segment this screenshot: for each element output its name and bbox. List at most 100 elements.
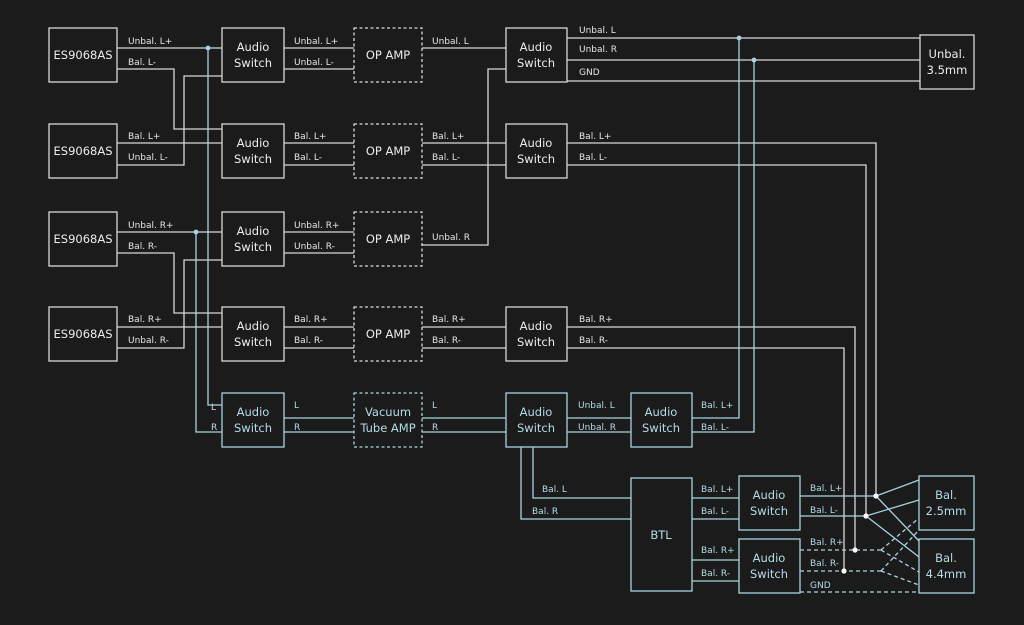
signal-label: R <box>211 423 217 433</box>
tube-label-line1: Vacuum <box>365 405 411 419</box>
signal-label: Bal. R+ <box>128 315 162 325</box>
switch-label-line1: Audio <box>753 551 786 565</box>
input-switch-3: Audio Switch <box>221 211 285 267</box>
signal-label: Unbal. R <box>578 423 616 433</box>
jack-label-line1: Bal. <box>935 551 957 565</box>
signal-label: Bal. L+ <box>701 401 733 411</box>
signal-label: Bal. L- <box>579 153 607 163</box>
signal-label: Bal. L- <box>810 506 838 516</box>
signal-label: Bal. R- <box>128 242 157 252</box>
signal-label: Unbal. L <box>432 37 469 47</box>
switch-label-line1: Audio <box>237 136 270 150</box>
jack-label-line2: 2.5mm <box>926 504 967 518</box>
op-amp-4: OP AMP <box>353 306 423 362</box>
vacuum-tube-amp: Vacuum Tube AMP <box>353 392 423 448</box>
switch-label-line1: Audio <box>520 136 553 150</box>
dac-1-label: ES9068AS <box>54 48 113 62</box>
signal-label: GND <box>579 68 600 78</box>
signal-labels: Unbal. L+ Bal. L- Bal. L+ Unbal. L- Unba… <box>128 26 844 591</box>
signal-label: Unbal. L+ <box>128 37 172 47</box>
wires-secondary <box>195 38 920 593</box>
signal-label: Bal. L+ <box>432 132 464 142</box>
signal-label: Bal. R+ <box>294 315 328 325</box>
switch-label-line2: Switch <box>234 152 272 166</box>
signal-label: Unbal. L+ <box>294 37 338 47</box>
switch-label-line2: Switch <box>750 567 788 581</box>
signal-label: Bal. L- <box>432 153 460 163</box>
switch-label-line1: Audio <box>237 319 270 333</box>
op-amp-label: OP AMP <box>366 144 410 158</box>
switch-label-line2: Switch <box>517 152 555 166</box>
dac-2: ES9068AS <box>48 123 118 179</box>
dac-4-label: ES9068AS <box>54 327 113 341</box>
tube-label-line2: Tube AMP <box>359 421 415 435</box>
signal-label: Bal. R+ <box>579 315 613 325</box>
input-switch-4: Audio Switch <box>221 306 285 362</box>
signal-label: R <box>432 423 438 433</box>
jack-bal-2-5mm: Bal. 2.5mm <box>918 475 975 531</box>
switch-label-line1: Audio <box>520 319 553 333</box>
signal-label: Unbal. R- <box>128 336 169 346</box>
jack-label-line1: Unbal. <box>929 47 966 61</box>
signal-label: L <box>432 401 437 411</box>
switch-label-line2: Switch <box>517 421 555 435</box>
op-amp-3: OP AMP <box>353 211 423 267</box>
junction-dots <box>193 35 879 574</box>
signal-label: Bal. R+ <box>810 538 844 548</box>
op-amp-2: OP AMP <box>353 123 423 179</box>
signal-label: Bal. L+ <box>128 132 160 142</box>
jack-label-line2: 4.4mm <box>926 567 967 581</box>
switch-label-line2: Switch <box>517 56 555 70</box>
signal-label: GND <box>810 581 831 591</box>
signal-label: Bal. L+ <box>810 484 842 494</box>
switch-label-line2: Switch <box>234 421 272 435</box>
signal-label: Bal. L+ <box>579 132 611 142</box>
signal-label: L <box>294 401 299 411</box>
output-switch-bal-l: Audio Switch <box>505 123 568 179</box>
signal-label: Unbal. R- <box>294 242 335 252</box>
signal-label: Unbal. L- <box>294 58 334 68</box>
signal-label: Unbal. R+ <box>294 221 340 231</box>
signal-label: Bal. L+ <box>294 132 326 142</box>
signal-label: Unbal. R+ <box>128 221 174 231</box>
output-switch-tube: Audio Switch <box>505 392 568 448</box>
input-switch-2: Audio Switch <box>221 123 285 179</box>
signal-label: Bal. L+ <box>701 485 733 495</box>
switch-label-line2: Switch <box>750 504 788 518</box>
signal-label: R <box>294 423 300 433</box>
signal-label: Bal. R- <box>579 336 608 346</box>
signal-label: Bal. R <box>532 507 558 517</box>
output-switch-bal-r: Audio Switch <box>505 306 568 362</box>
signal-label: Bal. L- <box>701 423 729 433</box>
signal-label: Unbal. L <box>579 26 616 36</box>
signal-label: Bal. R- <box>701 569 730 579</box>
op-amp-label: OP AMP <box>366 48 410 62</box>
switch-label-line1: Audio <box>237 405 270 419</box>
op-amp-1: OP AMP <box>353 27 423 83</box>
op-amp-label: OP AMP <box>366 232 410 246</box>
signal-label: Bal. R- <box>432 336 461 346</box>
input-switch-1: Audio Switch <box>221 27 285 83</box>
switch-label-line1: Audio <box>645 405 678 419</box>
jack-bal-4-4mm: Bal. 4.4mm <box>918 538 975 594</box>
switch-label-line1: Audio <box>520 405 553 419</box>
switch-label-line2: Switch <box>234 240 272 254</box>
btl-switch-l: Audio Switch <box>738 475 801 531</box>
btl-switch-r: Audio Switch <box>738 538 801 594</box>
btl-label: BTL <box>650 528 672 542</box>
dac-2-label: ES9068AS <box>54 144 113 158</box>
op-amp-label: OP AMP <box>366 327 410 341</box>
switch-label-line2: Switch <box>234 335 272 349</box>
switch-label-line2: Switch <box>517 335 555 349</box>
signal-label: Bal. R+ <box>701 546 735 556</box>
switch-label-line2: Switch <box>642 421 680 435</box>
signal-label: Bal. R+ <box>432 315 466 325</box>
signal-label: Bal. L- <box>701 507 729 517</box>
dac-1: ES9068AS <box>48 27 118 83</box>
signal-label: Bal. L- <box>128 58 156 68</box>
signal-label: Bal. R- <box>294 336 323 346</box>
dac-3-label: ES9068AS <box>54 232 113 246</box>
switch-label-line2: Switch <box>234 56 272 70</box>
output-switch-unbal: Audio Switch <box>505 27 568 83</box>
